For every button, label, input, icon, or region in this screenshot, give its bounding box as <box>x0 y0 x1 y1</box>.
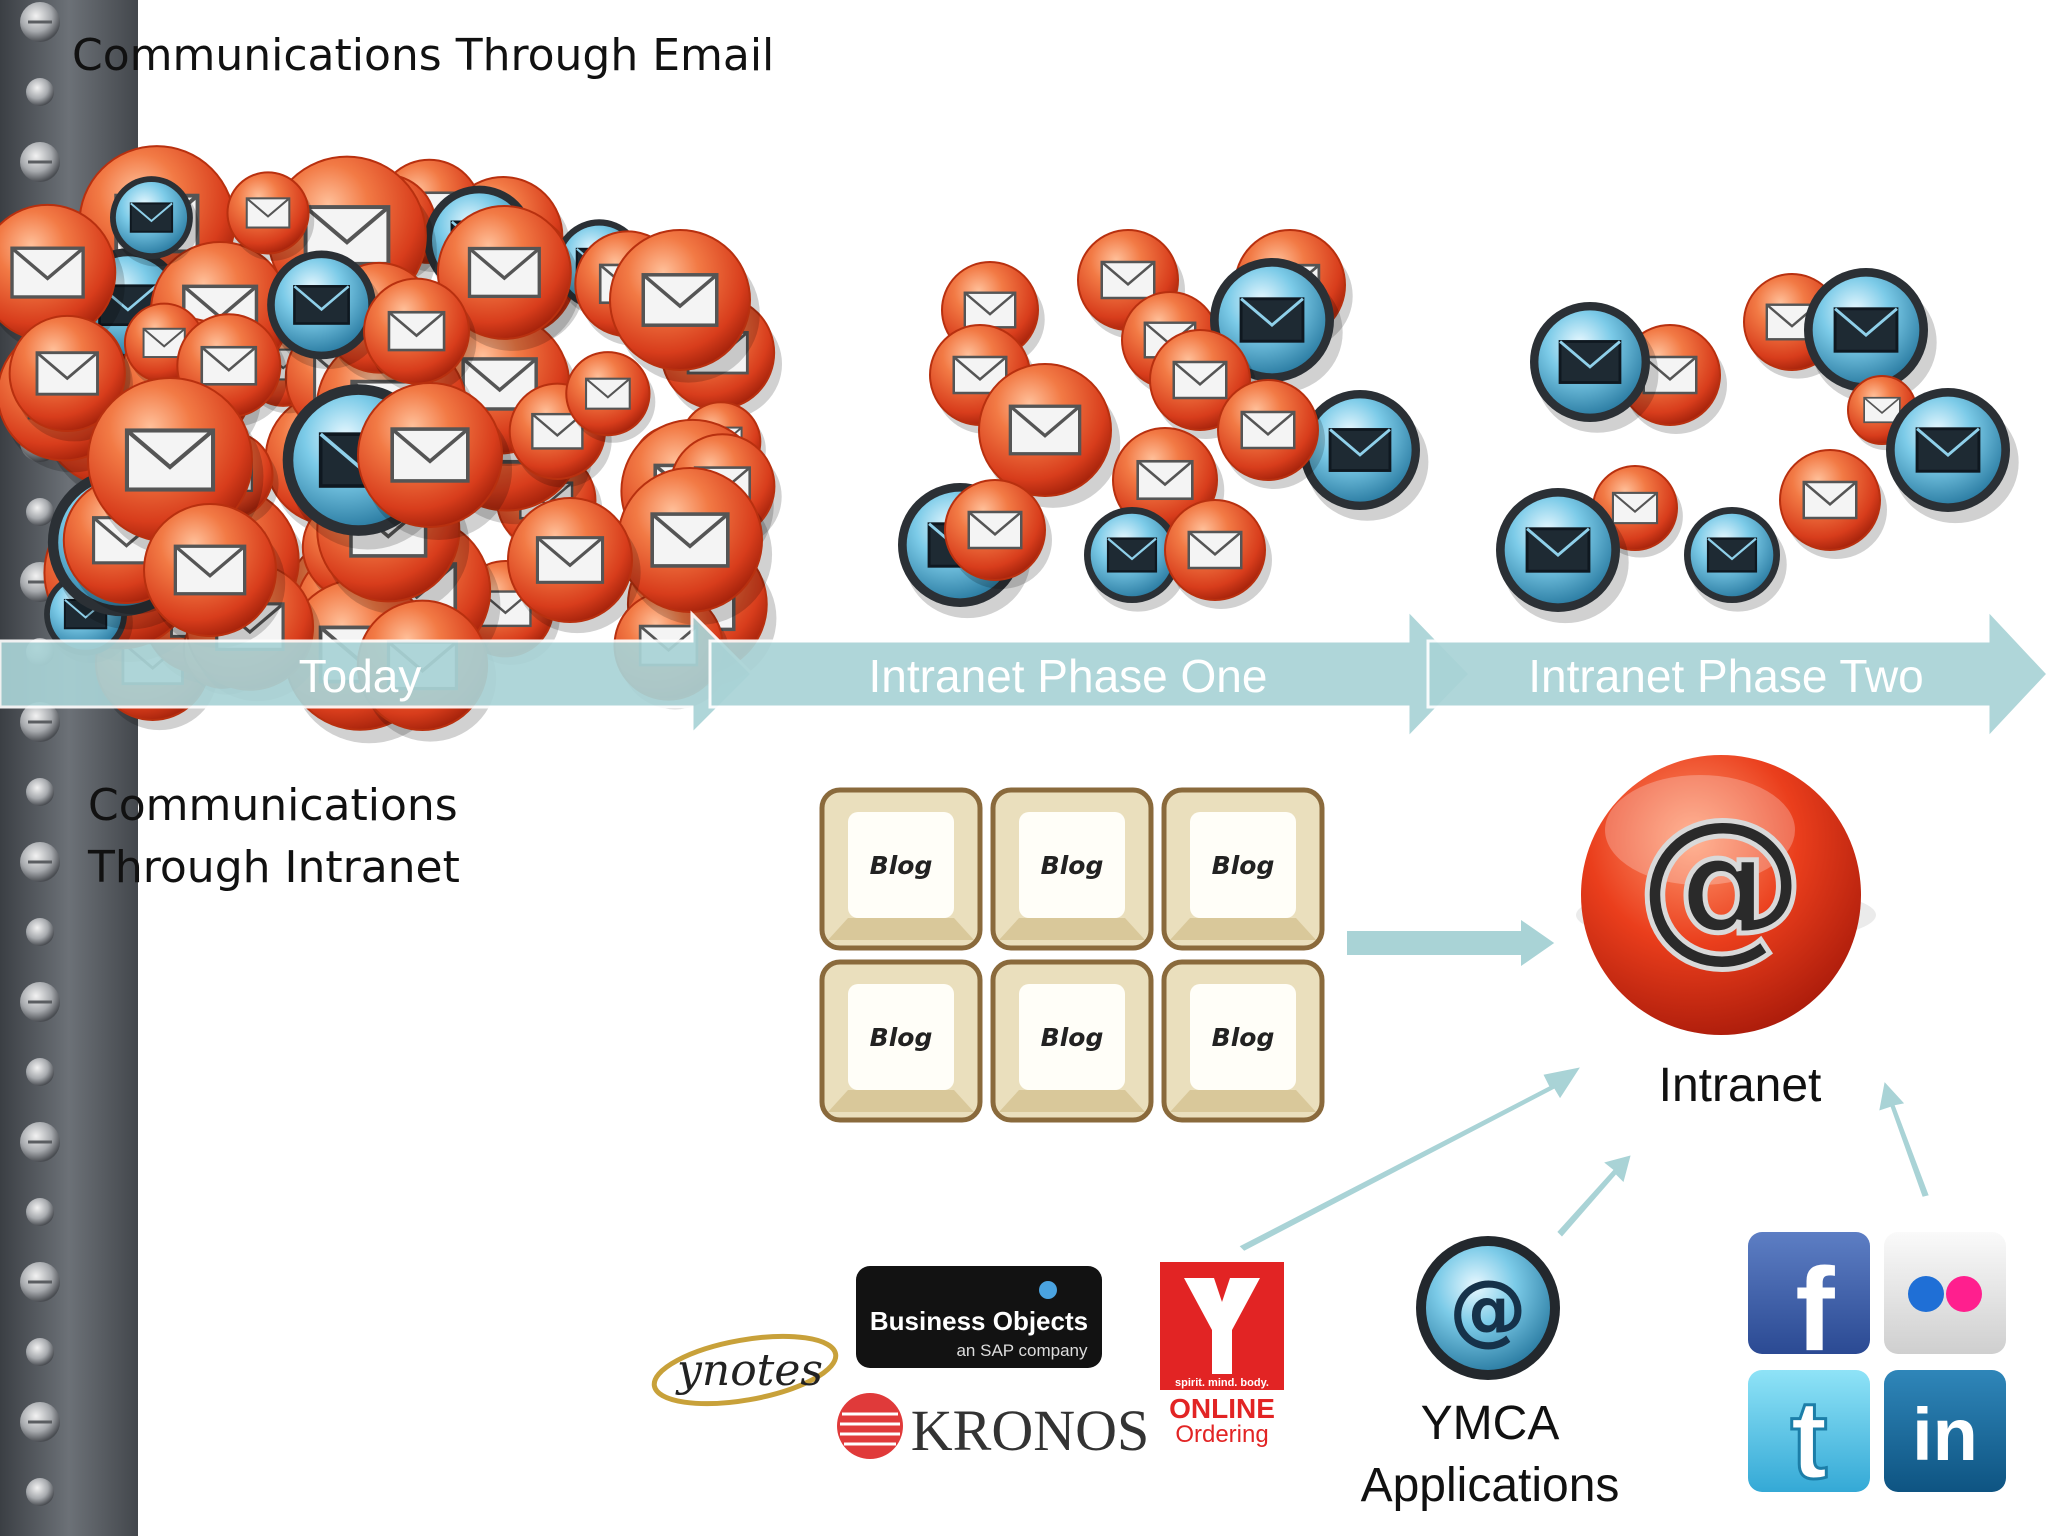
blog-key: Blog <box>990 787 1154 951</box>
email-bubble-icon <box>357 382 513 540</box>
intranet-section-title-line2: Through Intranet <box>88 842 460 893</box>
email-section-title: Communications Through Email <box>72 30 775 81</box>
email-bubble-blue-icon <box>1684 507 1787 612</box>
ymca-app-at-icon: @ <box>1416 1236 1560 1380</box>
intranet-label: Intranet <box>1658 1059 1822 1112</box>
svg-text:ONLINE: ONLINE <box>1169 1393 1275 1424</box>
ymca-applications-label-line1: YMCA <box>1420 1397 1560 1450</box>
email-bubble-icon <box>1779 449 1887 559</box>
email-bubble-icon <box>226 171 315 261</box>
blog-key-label: Blog <box>870 851 933 880</box>
timeline-label-phase-one: Intranet Phase One <box>869 650 1268 702</box>
rivet-icon <box>20 842 60 946</box>
email-bubble-icon <box>507 497 641 634</box>
svg-text:spirit. mind. body.: spirit. mind. body. <box>1175 1377 1269 1389</box>
email-bubble-icon <box>0 203 125 353</box>
email-bubble-blue-icon <box>1084 507 1187 612</box>
svg-text:f: f <box>1795 1244 1835 1376</box>
facebook-icon: f <box>1748 1232 1870 1376</box>
svg-text:t: t <box>1790 1377 1827 1502</box>
email-bubble-blue-icon <box>1530 302 1659 433</box>
email-bubble-icon <box>944 479 1052 589</box>
intranet-section-title-line1: Communications <box>88 780 458 831</box>
blog-key: Blog <box>990 959 1154 1123</box>
rivet-icon <box>20 2 60 106</box>
blog-key-label: Blog <box>870 1023 933 1052</box>
email-cluster-phase-one <box>898 229 1429 619</box>
business-objects-logo: Business Objects an SAP company <box>856 1266 1102 1368</box>
linkedin-icon: in <box>1884 1370 2006 1492</box>
timeline: Today Intranet Phase One Intranet Phase … <box>0 606 2048 742</box>
blog-key-label: Blog <box>1212 1023 1275 1052</box>
email-cluster-phase-two <box>1496 268 2019 624</box>
email-bubble-icon <box>1217 379 1325 489</box>
email-bubble-icon <box>609 229 760 383</box>
intranet-at-icon: @ <box>1576 755 1876 1035</box>
rivet-icon <box>20 1122 60 1226</box>
flickr-icon <box>1884 1232 2006 1354</box>
blog-key: Blog <box>1161 787 1325 951</box>
svg-text:an SAP company: an SAP company <box>956 1341 1088 1360</box>
blog-key: Blog <box>819 787 983 951</box>
email-bubble-icon <box>143 503 286 648</box>
svg-text:@: @ <box>1449 1265 1527 1355</box>
timeline-label-phase-two: Intranet Phase Two <box>1528 650 1924 702</box>
svg-text:Business Objects: Business Objects <box>870 1306 1088 1336</box>
svg-text:@: @ <box>1636 783 1806 981</box>
blog-key-label: Blog <box>1041 851 1104 880</box>
email-bubble-blue-icon <box>1804 268 1937 404</box>
email-bubble-icon <box>1164 499 1272 609</box>
arrow-logos-to-intranet <box>1236 1064 1585 1254</box>
blog-key-label: Blog <box>1212 851 1275 880</box>
email-bubble-blue-icon <box>267 250 384 370</box>
blog-key: Blog <box>819 959 983 1123</box>
svg-text:Ordering: Ordering <box>1175 1421 1268 1448</box>
ynotes-logo: ynotes <box>651 1333 839 1407</box>
svg-text:in: in <box>1912 1393 1978 1476</box>
arrow-blogs-to-intranet <box>1345 916 1558 970</box>
timeline-label-today: Today <box>299 650 422 702</box>
arrow-social-to-intranet <box>1876 1077 1932 1200</box>
timeline-arrow-phase-two <box>1426 606 2048 742</box>
email-bubble-blue-icon <box>1496 488 1629 624</box>
kronos-logo: KRONOS <box>837 1393 1149 1463</box>
rivet-icon <box>20 982 60 1086</box>
email-bubble-blue-icon <box>1886 388 2019 524</box>
ymca-online-ordering-logo: spirit. mind. body. ONLINE Ordering <box>1160 1262 1284 1448</box>
email-bubble-icon <box>436 205 581 351</box>
twitter-icon: t <box>1748 1370 1870 1504</box>
rivet-icon <box>20 702 60 806</box>
svg-text:ynotes: ynotes <box>675 1345 823 1396</box>
email-bubble-icon <box>565 351 656 443</box>
email-bubble-blue-icon <box>1210 258 1343 394</box>
svg-text:KRONOS: KRONOS <box>911 1398 1150 1463</box>
email-bubble-icon <box>978 363 1121 508</box>
email-bubble-blue-icon <box>1300 390 1429 521</box>
ymca-applications-label-line2: Applications <box>1360 1459 1620 1512</box>
rivet-icon <box>20 1262 60 1366</box>
email-bubble-icon <box>617 467 773 625</box>
arrow-ymca-to-intranet <box>1554 1152 1634 1240</box>
blog-key: Blog <box>1161 959 1325 1123</box>
blog-key-label: Blog <box>1041 1023 1104 1052</box>
email-bubble-blue-icon <box>110 176 199 267</box>
rivet-icon <box>20 1402 60 1506</box>
email-bubble-icon <box>363 277 477 394</box>
